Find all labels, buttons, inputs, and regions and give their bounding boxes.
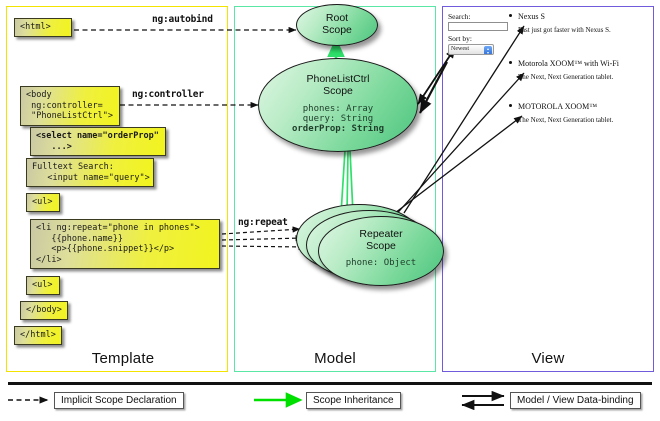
- edge-ng-repeat: [221, 226, 307, 251]
- scope-root-title-1: Root: [325, 12, 349, 24]
- view-phone-desc-3: The Next, Next Generation tablet.: [518, 116, 614, 124]
- connector-layer: [74, 25, 525, 251]
- scope-phonelistctrl-prop-query: query: String: [302, 114, 374, 124]
- column-template: Template: [6, 6, 228, 372]
- scope-root-title-2: Scope: [322, 24, 352, 36]
- view-phone-desc-2: The Next, Next Generation tablet.: [518, 73, 614, 81]
- edge-databinding-phone-2: [391, 72, 525, 220]
- template-box-li-ngrepeat[interactable]: <li ng:repeat="phone in phones"> {{phone…: [30, 219, 220, 269]
- bullet-icon: [509, 14, 512, 17]
- edge-databinding-query: [417, 47, 456, 105]
- view-phone-title-3: MOTOROLA XOOM™: [518, 102, 598, 111]
- edge-databinding-phone-1: [403, 25, 525, 214]
- edge-databinding-phone-3: [377, 115, 523, 227]
- legend-icon-layer: [8, 390, 505, 411]
- scope-phonelistctrl-prop-orderprop: orderProp: String: [291, 124, 385, 134]
- template-box-ul-close[interactable]: <ul>: [26, 276, 60, 295]
- view-sort-selected-value: Newest: [451, 46, 469, 52]
- edge-databinding-orderprop: [419, 61, 448, 114]
- template-box-ul-open[interactable]: <ul>: [26, 193, 60, 212]
- template-box-body-close[interactable]: </body>: [20, 301, 68, 320]
- view-search-label: Search:: [448, 12, 471, 21]
- view-pane: Search: Sort by: Newest Nexus S Fast jus…: [448, 12, 648, 127]
- view-phone-title-1: Nexus S: [518, 12, 545, 21]
- bullet-icon: [509, 104, 512, 107]
- template-box-body-controller[interactable]: <body ng:controller= "PhoneListCtrl">: [20, 86, 120, 126]
- column-model-label: Model: [314, 350, 356, 367]
- legend-divider: [8, 382, 652, 385]
- stepper-icon[interactable]: [484, 46, 492, 54]
- scope-phonelistctrl-prop-phones: phones: Array: [302, 104, 374, 114]
- column-view: View: [442, 6, 654, 372]
- legend-scope-inheritance: Scope Inheritance: [306, 392, 401, 409]
- column-template-label: Template: [91, 350, 155, 367]
- edge-label-ng-autobind: ng:autobind: [152, 14, 213, 25]
- view-phone-item-3: MOTOROLA XOOM™ The Next, Next Generation…: [509, 102, 644, 125]
- scope-repeater-prop-phone: phone: Object: [345, 258, 417, 268]
- scope-repeater-title-2: Scope: [366, 240, 396, 252]
- view-sort-select[interactable]: Newest: [448, 44, 494, 55]
- scope-repeater[interactable]: Repeater Scope phone: Object: [318, 216, 444, 286]
- view-sort-label: Sort by:: [448, 34, 472, 43]
- view-search-input[interactable]: [448, 22, 508, 31]
- template-box-html-open[interactable]: <html>: [14, 18, 72, 37]
- scope-phonelistctrl[interactable]: PhoneListCtrl Scope phones: Array query:…: [258, 58, 418, 152]
- edge-label-ng-repeat: ng:repeat: [238, 217, 288, 228]
- legend-model-view-data-binding: Model / View Data-binding: [510, 392, 641, 409]
- view-phone-title-2: Motorola XOOM™ with Wi-Fi: [518, 59, 619, 68]
- scope-phonelistctrl-title-2: Scope: [323, 85, 353, 97]
- legend: Implicit Scope Declaration Scope Inherit…: [0, 380, 660, 421]
- template-box-html-close[interactable]: </html>: [14, 326, 62, 345]
- view-phone-item-2: Motorola XOOM™ with Wi-Fi The Next, Next…: [509, 59, 644, 82]
- scope-root[interactable]: Root Scope: [296, 4, 378, 46]
- view-phone-item-1: Nexus S Fast just got faster with Nexus …: [509, 12, 644, 35]
- legend-implicit-scope-declaration: Implicit Scope Declaration: [54, 392, 184, 409]
- template-box-select-orderprop[interactable]: <select name="orderProp" ...>: [30, 127, 166, 156]
- column-view-label: View: [531, 350, 565, 367]
- view-phone-desc-1: Fast just got faster with Nexus S.: [518, 26, 611, 34]
- scope-phonelistctrl-title-1: PhoneListCtrl: [306, 73, 370, 85]
- edge-label-ng-controller: ng:controller: [132, 89, 204, 100]
- scope-repeater-title-1: Repeater: [359, 228, 403, 240]
- template-box-fulltext-search[interactable]: Fulltext Search: <input name="query">: [26, 158, 154, 187]
- bullet-icon: [509, 61, 512, 64]
